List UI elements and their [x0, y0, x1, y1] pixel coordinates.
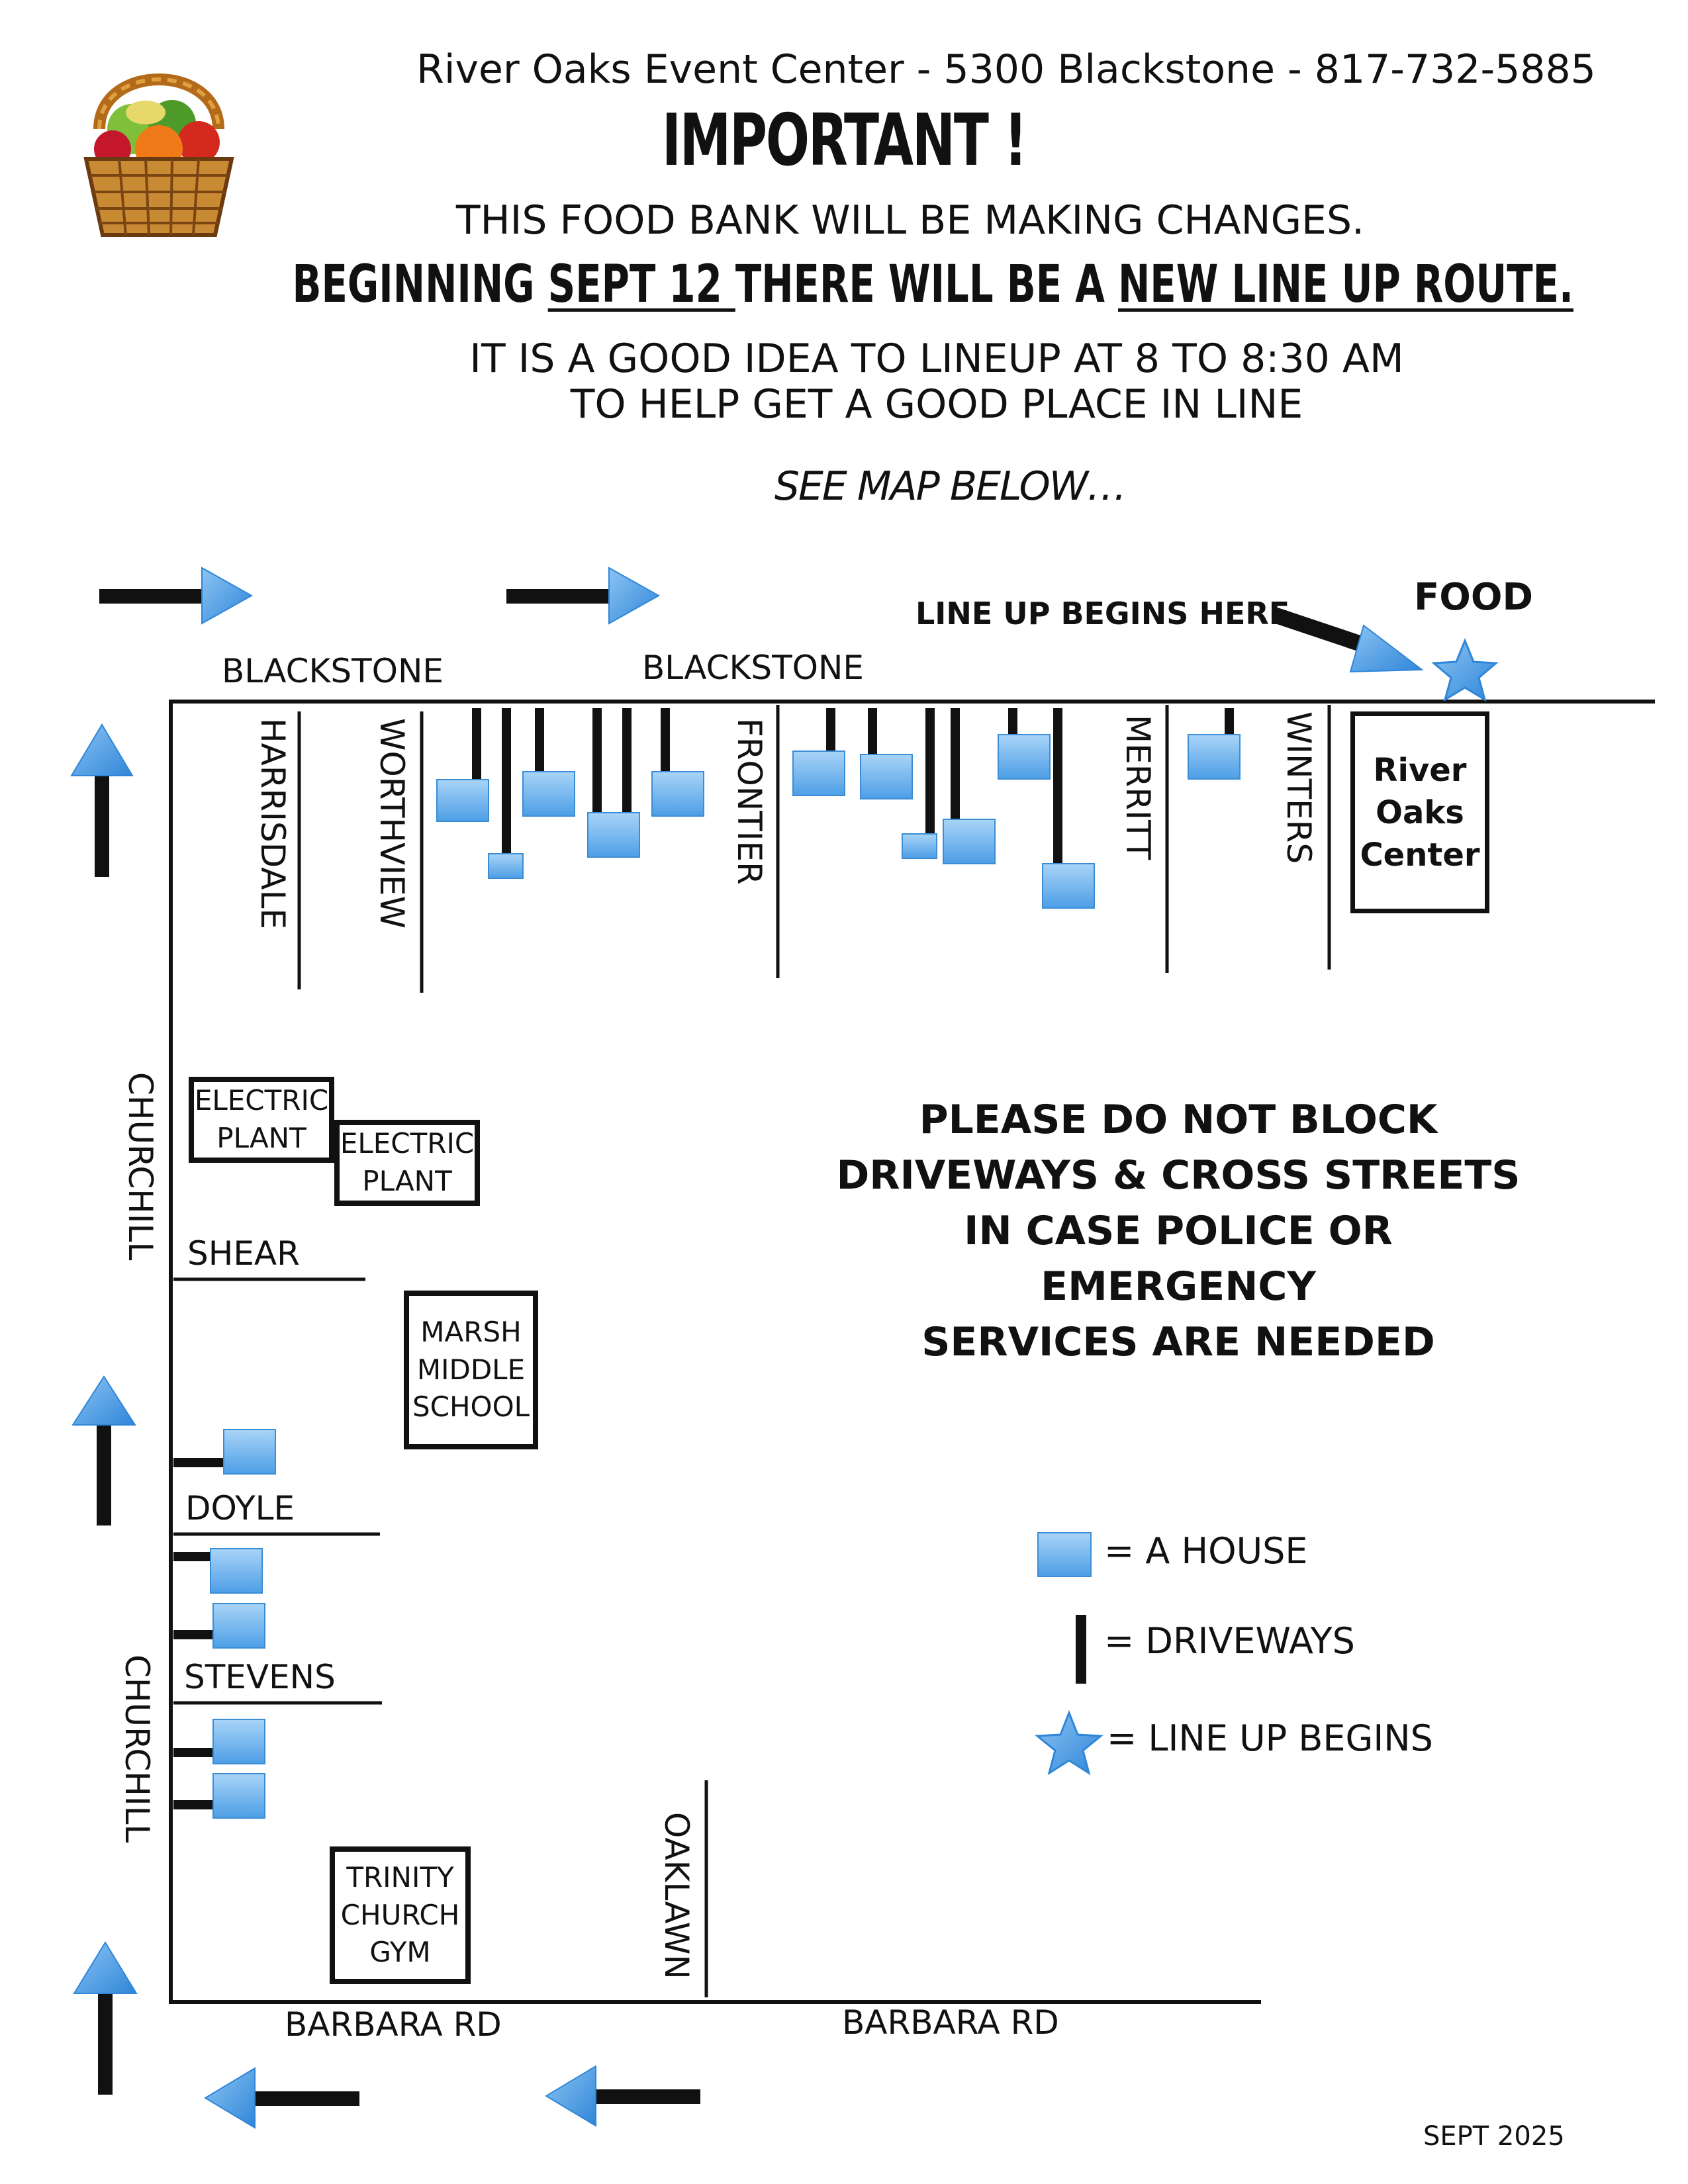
do-not-block-notice: PLEASE DO NOT BLOCK DRIVEWAYS & CROSS ST…: [821, 1092, 1536, 1370]
arrow-left-icon: [545, 2065, 700, 2127]
electric-plant-building: ELECTRIC PLANT: [189, 1077, 334, 1163]
important-heading: IMPORTANT !: [662, 99, 1027, 182]
house-icon: [436, 779, 489, 822]
house-icon: [792, 751, 845, 796]
street-merritt: MERRITT: [1119, 715, 1157, 860]
arrow-left-icon: [204, 2067, 359, 2129]
building-line: SCHOOL: [412, 1390, 530, 1424]
house-icon: [902, 833, 937, 859]
trinity-church-gym-building: TRINITY CHURCH GYM: [330, 1846, 471, 1984]
notice-line: IN CASE POLICE OR EMERGENCY: [964, 1208, 1393, 1310]
building-line: River: [1373, 751, 1467, 789]
star-icon: [1431, 638, 1499, 702]
lineup-tip-line2: TO HELP GET A GOOD PLACE IN LINE: [570, 381, 1303, 428]
footer-date: SEPT 2025: [1423, 2121, 1565, 2152]
route-new: NEW LINE UP ROUTE.: [1118, 255, 1573, 314]
street-harrisdale: HARRISDALE: [254, 718, 292, 930]
house-icon: [212, 1773, 265, 1819]
house-icon: [212, 1719, 265, 1764]
arrow-up-icon: [73, 1941, 138, 2095]
legend-house-label: = A HOUSE: [1104, 1530, 1308, 1572]
street-doyle: DOYLE: [185, 1489, 295, 1527]
houses: [210, 734, 1241, 1819]
building-line: PLANT: [216, 1122, 306, 1154]
house-icon: [1042, 863, 1095, 909]
notice-line: PLEASE DO NOT BLOCK: [919, 1097, 1438, 1143]
house-icon: [651, 771, 704, 817]
building-line: MIDDLE: [416, 1353, 526, 1386]
street-oaklawn: OAKLAWN: [657, 1812, 696, 1979]
legend-line-up-label: = LINE UP BEGINS: [1107, 1717, 1433, 1759]
lineup-pointer-arrow-icon: [1273, 608, 1424, 673]
building-line: Oaks: [1376, 794, 1464, 831]
street-blackstone: BLACKSTONE: [642, 649, 864, 687]
house-icon: [587, 812, 640, 858]
building-line: ELECTRIC: [340, 1127, 475, 1160]
house-icon: [998, 734, 1051, 780]
route-date: SEPT 12: [547, 255, 735, 314]
house-icon: [223, 1429, 276, 1475]
street-winters: WINTERS: [1280, 711, 1318, 864]
arrow-up-icon: [70, 723, 134, 877]
roads: [169, 700, 1655, 2004]
food-basket-logo: [83, 73, 234, 237]
house-icon: [943, 819, 996, 864]
arrow-right-icon: [99, 567, 254, 625]
legend-driveway-icon: [1076, 1615, 1086, 1684]
direction-arrows: [70, 567, 1424, 2129]
house-icon: [522, 771, 575, 817]
river-oaks-center-building: River Oaks Center: [1350, 711, 1489, 913]
lineup-tip-line1: IT IS A GOOD IDEA TO LINEUP AT 8 TO 8:30…: [469, 336, 1404, 382]
building-line: MARSH: [420, 1315, 522, 1348]
house-icon: [860, 754, 913, 799]
house-icon: [488, 853, 524, 879]
building-line: TRINITY: [346, 1860, 454, 1893]
street-churchill: CHURCHILL: [121, 1072, 160, 1261]
line-up-begins-here-label: LINE UP BEGINS HERE: [915, 596, 1290, 631]
building-line: Center: [1360, 836, 1480, 874]
house-icon: [210, 1548, 263, 1594]
route-text-1: BEGINNING: [292, 255, 548, 314]
electric-plant-building: ELECTRIC PLANT: [334, 1120, 480, 1206]
arrow-up-icon: [71, 1375, 136, 1525]
legend-driveways-label: = DRIVEWAYS: [1104, 1620, 1355, 1662]
food-label: FOOD: [1414, 576, 1533, 619]
route-text-2: THERE WILL BE A: [735, 255, 1119, 314]
legend-house-icon: [1037, 1532, 1092, 1577]
street-barbara-rd: BARBARA RD: [285, 2005, 502, 2044]
legend-star-icon: [1035, 1709, 1103, 1776]
street-frontier: FRONTIER: [730, 718, 769, 885]
street-stevens: STEVENS: [184, 1658, 336, 1696]
street-shear: SHEAR: [187, 1234, 300, 1273]
house-icon: [1188, 734, 1241, 780]
event-address-line: River Oaks Event Center - 5300 Blackston…: [416, 46, 1596, 93]
see-map-note: SEE MAP BELOW…: [774, 463, 1127, 510]
street-worthview: WORTHVIEW: [373, 718, 411, 929]
street-barbara-rd: BARBARA RD: [842, 2003, 1059, 2042]
changes-notice: THIS FOOD BANK WILL BE MAKING CHANGES.: [455, 197, 1365, 244]
building-line: ELECTRIC: [194, 1084, 329, 1117]
marsh-middle-school-building: MARSH MIDDLE SCHOOL: [404, 1291, 538, 1449]
building-line: PLANT: [362, 1165, 452, 1197]
house-icon: [212, 1603, 265, 1649]
notice-line: SERVICES ARE NEEDED: [921, 1319, 1435, 1365]
arrow-right-icon: [506, 567, 661, 625]
building-line: GYM: [369, 1936, 431, 1969]
new-route-notice: BEGINNING SEPT 12 THERE WILL BE A NEW LI…: [292, 255, 1573, 314]
driveways: [173, 708, 1234, 1809]
street-churchill: CHURCHILL: [118, 1655, 156, 1843]
street-blackstone: BLACKSTONE: [222, 652, 444, 690]
building-line: CHURCH: [340, 1898, 460, 1931]
notice-line: DRIVEWAYS & CROSS STREETS: [836, 1152, 1521, 1199]
